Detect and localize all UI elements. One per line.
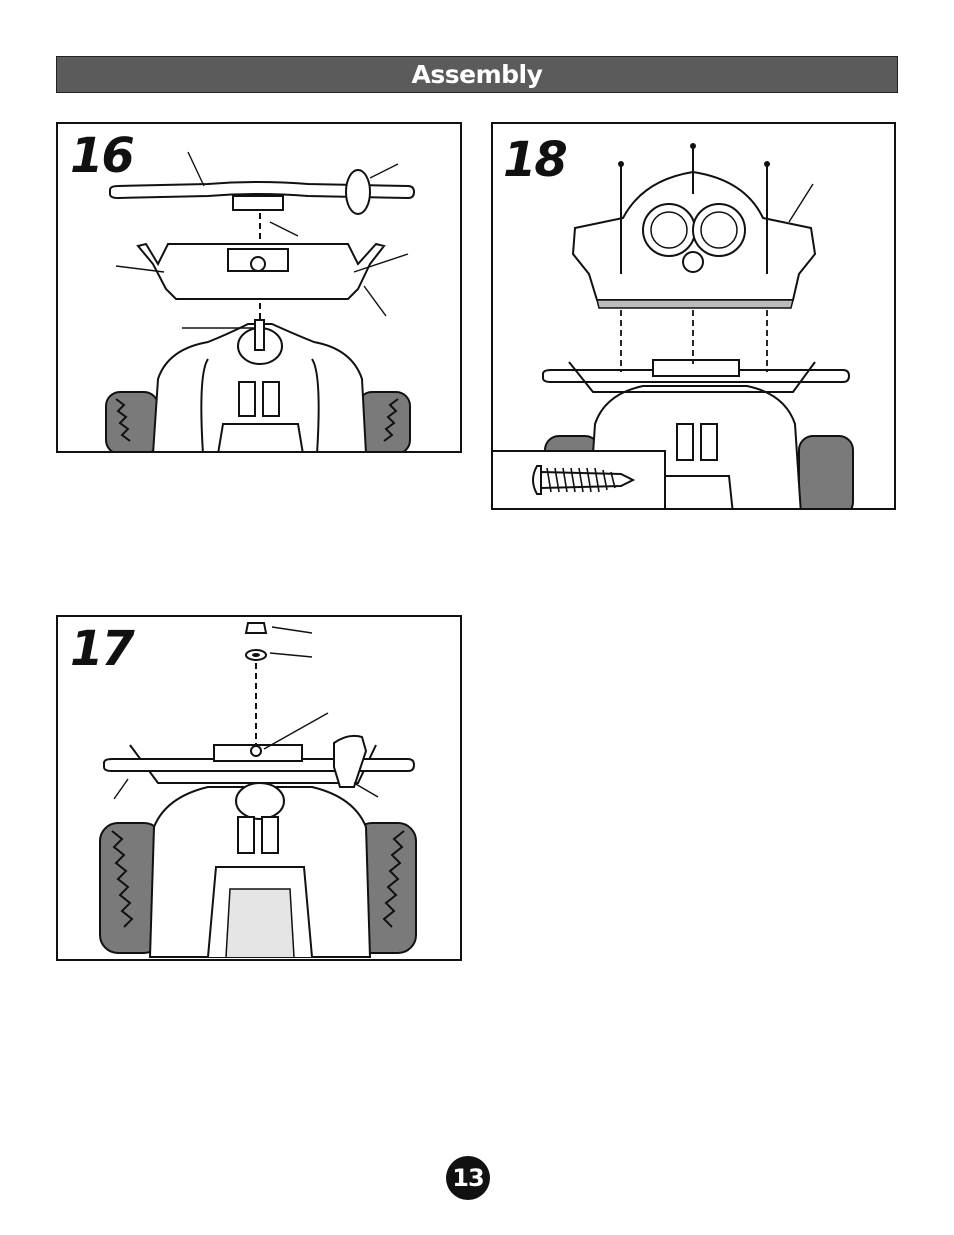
section-header: Assembly xyxy=(56,56,898,93)
step-17-illustration xyxy=(58,617,460,959)
step-16-illustration xyxy=(58,124,460,451)
step-16-panel: 16 xyxy=(56,122,462,453)
screw-detail-inset xyxy=(493,450,666,508)
step-17-panel: 17 xyxy=(56,615,462,961)
screw-icon xyxy=(493,452,664,508)
section-title: Assembly xyxy=(412,60,543,89)
nut-icon xyxy=(246,623,266,633)
step-18-panel: 18 xyxy=(491,122,896,510)
left-tire xyxy=(106,392,158,451)
page-number: 13 xyxy=(446,1156,490,1200)
